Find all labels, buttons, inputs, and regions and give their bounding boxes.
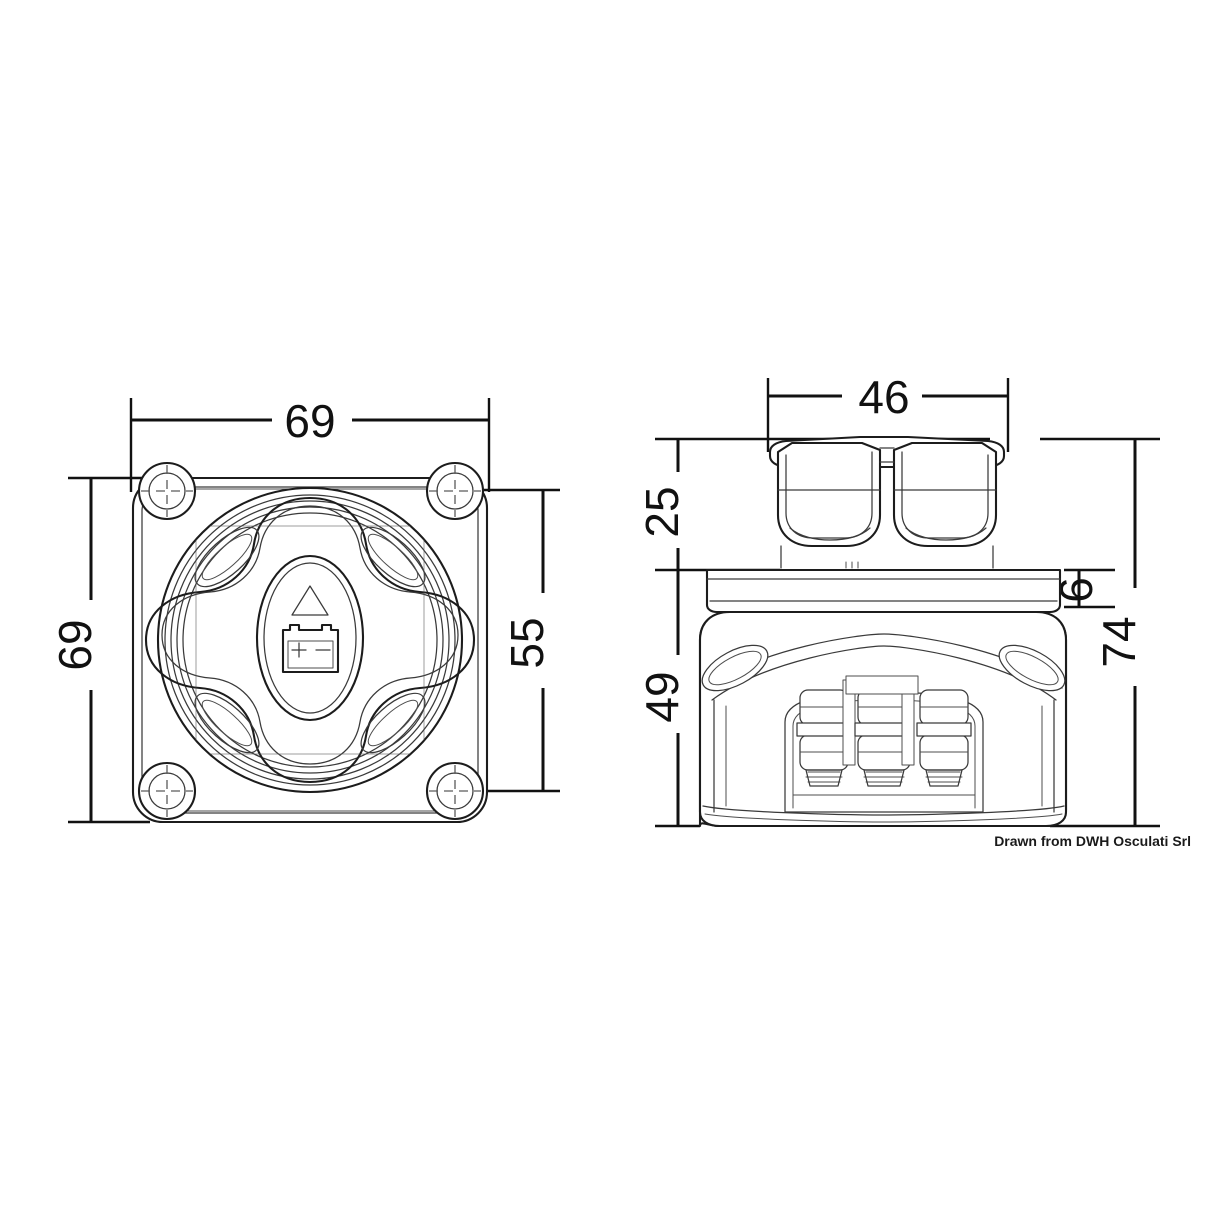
front-view-width-dimension: 69: [129, 395, 491, 492]
credit-note: Drawn from DWH Osculati Srl: [994, 833, 1191, 849]
side-view-overall-height-dimension: 74: [1040, 437, 1160, 828]
front-view: 69 69 55: [49, 395, 560, 824]
front-view-hole-spacing-dimension: 55: [455, 488, 560, 793]
dim-side-knob-width-label: 46: [858, 371, 909, 423]
side-view-body-height-dimension: 49: [636, 570, 700, 828]
knob-center-face: [255, 554, 365, 722]
battery-icon: [281, 623, 340, 674]
side-view: 46 25 49 6: [636, 371, 1160, 828]
mounting-hole-top-left: [137, 461, 197, 521]
front-view-height-dimension: 69: [49, 476, 150, 824]
knob-lobe-pattern: [144, 496, 476, 784]
dim-side-overall-height-label: 74: [1093, 616, 1145, 667]
terminal-post-right: [916, 689, 972, 787]
dim-front-height-label: 69: [49, 619, 101, 670]
rotary-knob[interactable]: [144, 486, 476, 794]
mounting-hole-top-right: [425, 461, 485, 521]
dim-front-width-label: 69: [284, 395, 335, 447]
side-knob-profile: [768, 435, 1006, 569]
dim-front-hole-spacing-label: 55: [501, 617, 553, 668]
mounting-hole-bottom-right: [425, 761, 485, 821]
side-flange-plate: [705, 568, 1062, 614]
dim-side-body-height-label: 49: [636, 671, 688, 722]
knob-grip-dimples: [194, 525, 426, 755]
mounting-hole-bottom-left: [137, 761, 197, 821]
terminal-post-center: [845, 675, 919, 787]
triangle-pointer-icon: [291, 585, 329, 616]
battery-plus-symbol: [291, 642, 307, 658]
side-view-knob-width-dimension: 46: [766, 371, 1010, 452]
dim-side-knob-height-label: 25: [636, 486, 688, 537]
